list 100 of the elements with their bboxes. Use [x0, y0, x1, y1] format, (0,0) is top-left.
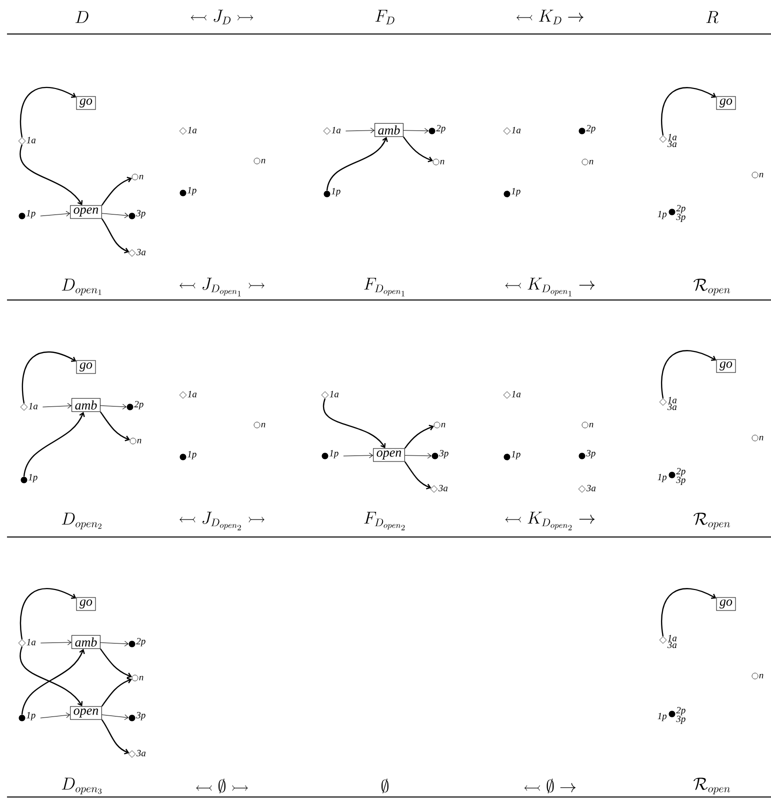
node-label: 3p [676, 476, 686, 486]
arrow [101, 678, 132, 707]
node-label: 3a [586, 484, 596, 492]
arrow [404, 461, 432, 490]
math-label: $F_{D_{open_2}}$ [364, 512, 405, 530]
math-label: $F_{D_{open_1}}$ [364, 278, 404, 296]
node-label: 1a [188, 390, 197, 398]
transition-box: amb [374, 123, 404, 137]
arrow [403, 128, 428, 134]
node-label: 3p [136, 712, 146, 720]
arrow [101, 218, 130, 254]
node-label: 3a [667, 140, 677, 148]
node-label: 1a [668, 396, 677, 404]
transition-box: open [70, 706, 102, 720]
node-label: 1a [330, 390, 339, 398]
math-label: $\leftarrowtail \emptyset \rightarrowtail$ [196, 778, 248, 794]
node-label: n [759, 436, 764, 440]
arrow [661, 588, 716, 636]
math-label: $D_{open_3}$ [62, 778, 102, 794]
node-label: n [589, 160, 594, 164]
node-label: 1a [332, 126, 341, 134]
math-label: $D$ [76, 11, 88, 23]
node-label: n [139, 174, 144, 180]
node-label: 1a [512, 126, 521, 134]
transition-box: go [716, 96, 736, 110]
node-label: 2p [676, 468, 686, 476]
node-label: 2p [676, 707, 686, 716]
node-label: 1p [26, 210, 36, 218]
math-label: $\leftarrowtail J_{D_{open_2}} \rightarrowtail$ [180, 512, 264, 530]
node-label: 2p [136, 638, 146, 646]
arrow [20, 87, 76, 138]
node-label: 1p [28, 474, 38, 482]
arrow [661, 350, 716, 398]
node-label: n [441, 422, 446, 428]
node-label: 1a [26, 136, 36, 144]
node-label: 3p [136, 210, 146, 218]
transition-box: amb [72, 635, 100, 649]
node-label: n [759, 674, 764, 678]
node-label: 3p [676, 716, 686, 724]
node-label: 2p [134, 401, 144, 410]
arrow [343, 452, 373, 458]
node-label: 1p [512, 188, 520, 196]
node-label: 3a [667, 642, 677, 648]
math-label: $\emptyset$ [382, 778, 388, 794]
arrow [102, 212, 128, 218]
arrow [40, 712, 70, 718]
node-label: n [137, 438, 142, 444]
node-label: 1p [658, 712, 667, 722]
node-label: 1p [188, 187, 196, 196]
node-label: 1p [26, 712, 36, 720]
arrow [100, 411, 130, 442]
math-label: $\leftarrowtail J_{D_{open_1}} \rightarrowtail$ [180, 278, 264, 296]
arrow [40, 640, 72, 646]
transition-box: go [76, 360, 96, 374]
node-label: 2p [436, 125, 446, 134]
node-label: 1a [668, 134, 677, 140]
arrow [101, 176, 132, 206]
transition-box: go [76, 597, 96, 611]
node-label: 3p [676, 214, 686, 222]
math-label: $\leftarrowtail K_D \rightarrow$ [516, 10, 584, 24]
node-label: 1a [188, 126, 197, 134]
math-label: $\mathcal{R}_{open}$ [694, 512, 730, 530]
arrow [322, 398, 386, 448]
math-label: $\leftarrowtail J_D \rightarrowtail$ [190, 10, 254, 24]
arrow [22, 351, 76, 404]
arrow [20, 588, 76, 640]
arrow [661, 87, 716, 136]
arrow [326, 136, 388, 191]
node-label: n [759, 172, 764, 178]
math-label: $D_{open_2}$ [62, 512, 102, 530]
transition-box: go [716, 597, 736, 611]
node-label: n [440, 160, 444, 164]
node-label: 1a [26, 638, 36, 646]
transition-box: open [373, 448, 405, 462]
math-label: $D_{open_1}$ [62, 278, 102, 296]
arrow [20, 646, 83, 706]
node-label: n [261, 422, 266, 428]
transition-box: go [716, 359, 736, 373]
arrow [100, 404, 126, 410]
node-label: n [261, 158, 266, 164]
node-label: 1p [512, 451, 520, 460]
node-label: 2p [676, 205, 686, 214]
node-label: n [589, 422, 594, 428]
node-label: 1p [188, 451, 196, 460]
arrow [101, 719, 130, 754]
math-label: $\leftarrowtail K_{D_{open_1}} \rightarrow$ [505, 278, 595, 296]
node-label: n [139, 676, 144, 680]
node-label: 3a [667, 404, 677, 410]
node-label: 1p [332, 188, 340, 196]
node-label: 3p [586, 450, 596, 458]
arrow [42, 403, 72, 409]
arrow [100, 640, 128, 646]
transition-box: amb [72, 398, 100, 412]
arrow [404, 453, 432, 459]
arrow [345, 128, 374, 134]
arrow [404, 424, 434, 449]
arrow [21, 648, 85, 715]
transition-box: open [70, 205, 102, 219]
math-label: $\leftarrowtail \emptyset \rightarrow$ [524, 778, 576, 794]
node-label: 1p [330, 450, 338, 458]
